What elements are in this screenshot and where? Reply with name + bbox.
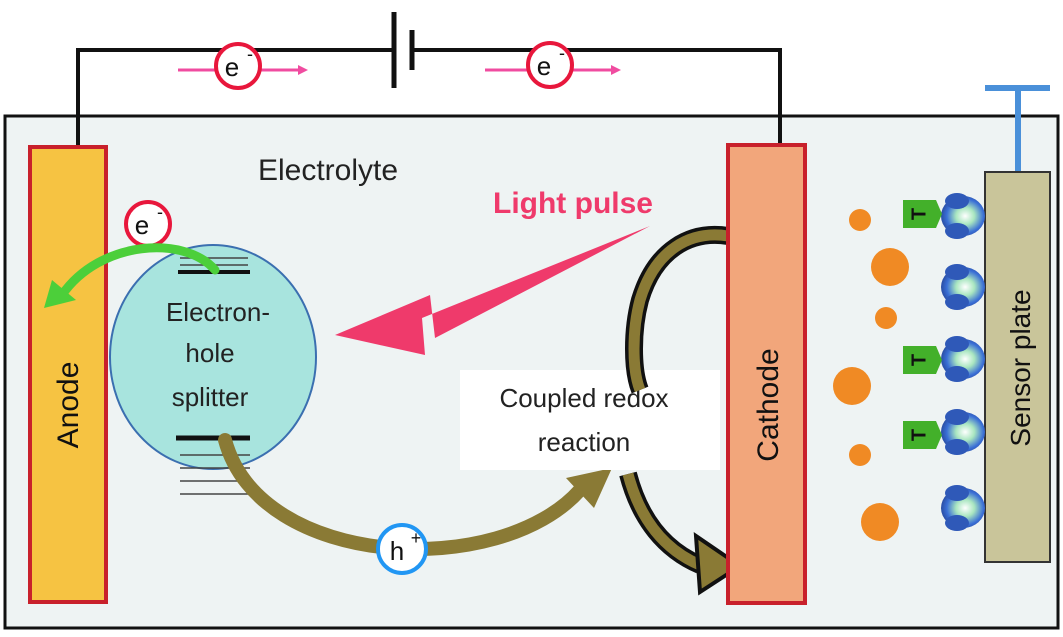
redox-label-background bbox=[460, 370, 720, 470]
splitter-label-line-1: Electron- bbox=[166, 297, 270, 327]
antibody bbox=[941, 485, 985, 531]
sensor-plate-holder bbox=[985, 85, 1050, 172]
analyte-particle bbox=[849, 209, 871, 231]
anode-label: Anode bbox=[52, 362, 85, 449]
splitter-label-line-3: splitter bbox=[172, 382, 249, 412]
tag-letter: T bbox=[908, 208, 930, 220]
splitter-label-line-2: hole bbox=[185, 338, 234, 368]
sensor-plate bbox=[984, 171, 1051, 563]
electron-in-electrolyte: e - bbox=[124, 200, 172, 248]
antibody bbox=[941, 336, 985, 382]
electron-symbol: e bbox=[135, 210, 149, 240]
electron-charge: - bbox=[559, 43, 565, 63]
light-pulse-bolt bbox=[335, 226, 650, 355]
electrolyte-label: Electrolyte bbox=[258, 154, 398, 187]
redox-cycle-arrow bbox=[619, 226, 744, 596]
antibody bbox=[941, 264, 985, 310]
analyte-particle bbox=[849, 444, 871, 466]
hole-carrier: h + bbox=[376, 523, 428, 575]
electron-flow-left: e - bbox=[178, 42, 308, 90]
sensor-plate-label: Sensor plate bbox=[1005, 289, 1036, 446]
analyte-particle bbox=[833, 367, 871, 405]
tag-label-2: T bbox=[903, 346, 942, 374]
tag-label-1: T bbox=[903, 200, 942, 228]
antibody-layer bbox=[941, 193, 985, 531]
cathode-label: Cathode bbox=[752, 348, 785, 461]
tag-letter: T bbox=[908, 429, 930, 441]
electron-flow-right: e - bbox=[485, 41, 621, 89]
analyte-particle bbox=[871, 248, 909, 286]
redox-label-line-2: reaction bbox=[538, 427, 631, 457]
electron-charge: - bbox=[157, 202, 163, 222]
electron-charge: - bbox=[247, 44, 253, 64]
analyte-particles bbox=[833, 209, 909, 541]
electron-transfer-arrow bbox=[44, 243, 220, 308]
battery-icon bbox=[391, 12, 415, 88]
hole-charge: + bbox=[411, 528, 422, 548]
antibody bbox=[941, 193, 985, 239]
analyte-particle bbox=[875, 307, 897, 329]
electron-hole-splitter bbox=[109, 244, 317, 470]
cathode bbox=[726, 143, 807, 605]
antibody bbox=[941, 409, 985, 455]
electron-symbol: e bbox=[225, 52, 239, 82]
hole-symbol: h bbox=[390, 536, 404, 566]
anode bbox=[28, 145, 108, 604]
analyte-particle bbox=[861, 503, 899, 541]
tag-label-3: T bbox=[903, 421, 942, 449]
light-pulse-label: Light pulse bbox=[493, 187, 653, 220]
electron-symbol: e bbox=[537, 51, 551, 81]
tag-letter: T bbox=[908, 354, 930, 366]
